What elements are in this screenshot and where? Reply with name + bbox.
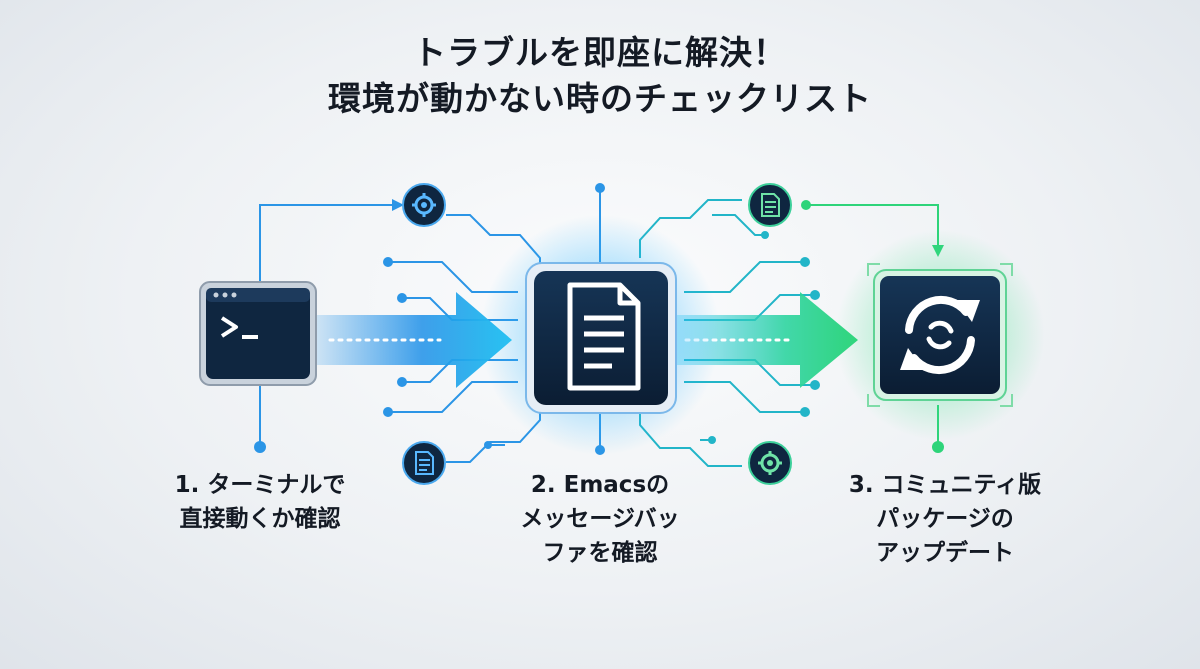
step-2-label: 2. Emacsの メッセージバッ ファを確認 <box>480 468 720 570</box>
page-title: トラブルを即座に解決！ 環境が動かない時のチェックリスト <box>0 30 1200 122</box>
step-2-label-line: メッセージバッ <box>520 506 680 532</box>
terminal-icon <box>220 316 258 339</box>
step-1-label-line: 直接動くか確認 <box>179 506 341 532</box>
step-3-label-line: アップデート <box>876 540 1014 566</box>
side-icon-gear-bottom <box>748 441 792 485</box>
step-3-label: 3. コミュニティ版 パッケージの アップデート <box>820 468 1070 570</box>
side-icon-document-top <box>748 183 792 227</box>
refresh-arrowhead <box>900 348 924 370</box>
step-2-document-box <box>480 215 720 455</box>
step-3-label-line: パッケージの <box>876 506 1014 532</box>
gear-icon <box>412 193 436 217</box>
refresh-arrowhead <box>956 300 980 322</box>
document-icon <box>415 451 434 475</box>
circuit-arrowhead <box>392 199 404 211</box>
title-line-1: トラブルを即座に解決！ <box>413 33 787 72</box>
step-3-label-line: 3. コミュニティ版 <box>848 472 1042 498</box>
step-2-label-line: 2. Emacsの <box>530 472 670 498</box>
side-icon-document-bottom <box>402 441 446 485</box>
refresh-icon <box>905 295 975 375</box>
gear-icon <box>758 451 782 475</box>
flow-arrow-1 <box>312 292 512 388</box>
title-line-2: 環境が動かない時のチェックリスト <box>328 79 872 118</box>
step-3-refresh-box <box>835 230 1045 440</box>
document-icon <box>761 193 780 217</box>
circuit-nodes <box>254 183 944 455</box>
document-icon <box>567 282 641 391</box>
side-icon-gear-top <box>402 183 446 227</box>
step-2-label-line: ファを確認 <box>542 540 658 566</box>
step-1-label: 1. ターミナルで 直接動くか確認 <box>150 468 370 536</box>
step-1-terminal-box <box>199 281 317 386</box>
step-1-label-line: 1. ターミナルで <box>174 472 346 498</box>
